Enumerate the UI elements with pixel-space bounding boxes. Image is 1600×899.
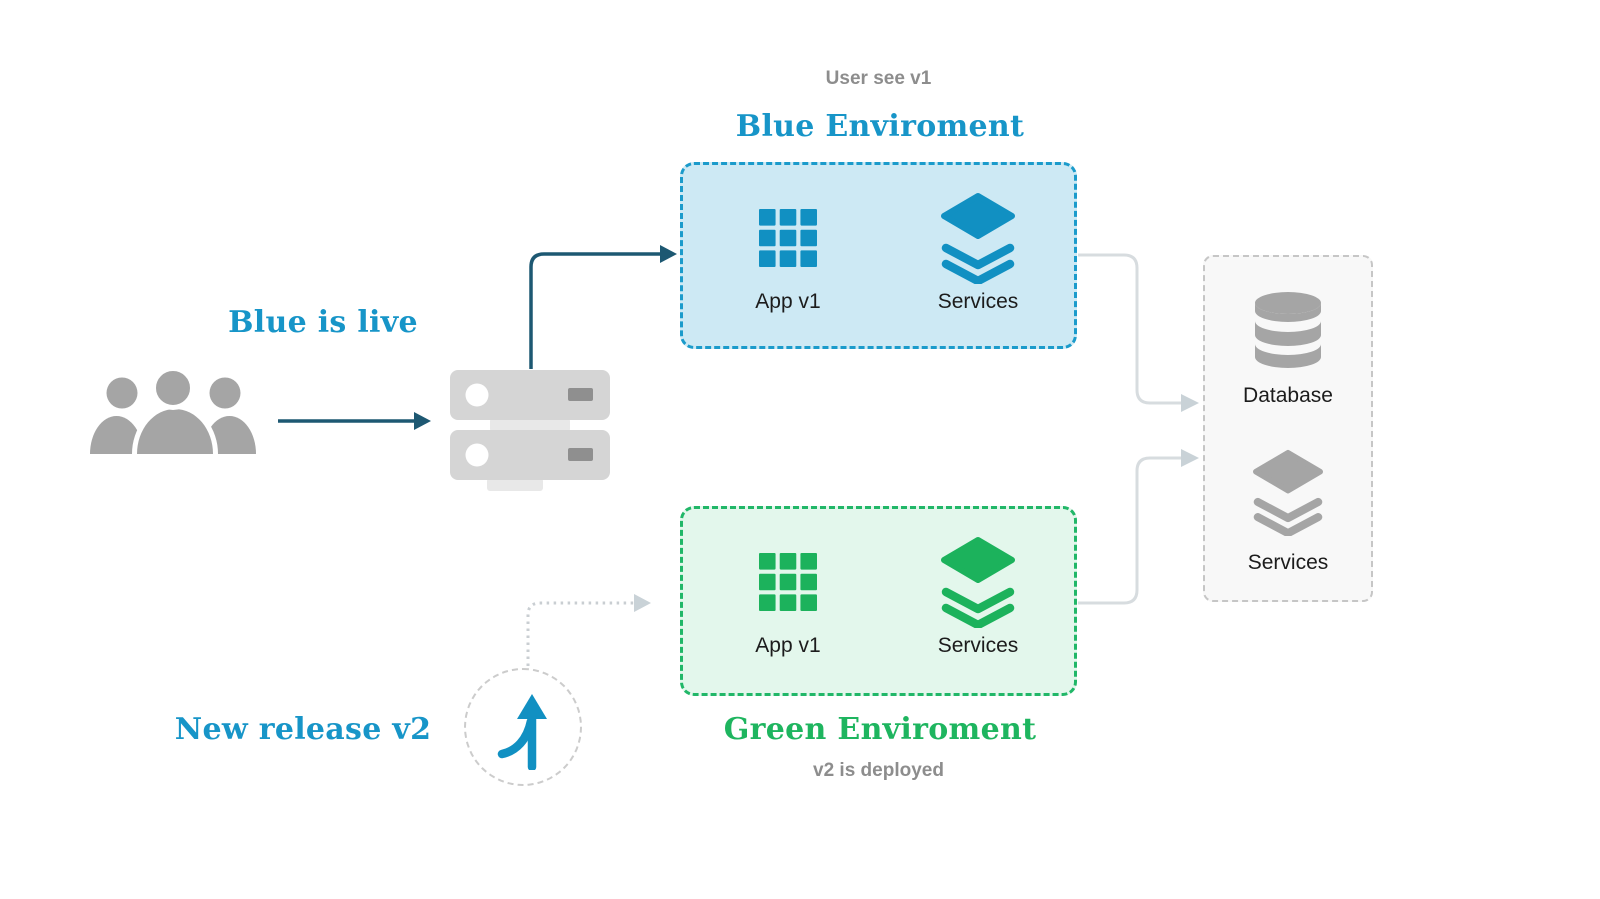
blue-app-node: App v1 bbox=[708, 165, 868, 346]
services-layers-icon bbox=[1253, 449, 1323, 536]
app-grid-icon bbox=[759, 209, 817, 267]
blue-services-node: Services bbox=[898, 165, 1058, 346]
datastore-services-label: Services bbox=[1247, 551, 1329, 574]
new-release-label: New release v2 bbox=[174, 712, 432, 747]
new-release-circle bbox=[464, 668, 582, 786]
caption-user-see: User see v1 bbox=[825, 68, 932, 89]
caption-v2-deployed: v2 is deployed bbox=[813, 760, 944, 781]
green-to-datastore-connector bbox=[1078, 449, 1199, 605]
green-services-node: Services bbox=[898, 509, 1058, 693]
green-environment-box: App v1 Services bbox=[680, 506, 1077, 696]
datastore-box: Database Services bbox=[1203, 255, 1373, 602]
blue-to-datastore-connector bbox=[1078, 253, 1199, 412]
users-icon bbox=[90, 368, 256, 458]
green-app-label: App v1 bbox=[755, 634, 821, 657]
blue-environment-box: App v1 Services bbox=[680, 162, 1077, 349]
blue-app-label: App v1 bbox=[755, 290, 821, 313]
database-label: Database bbox=[1243, 384, 1333, 407]
blue-is-live-label: Blue is live bbox=[228, 305, 418, 340]
blue-services-label: Services bbox=[937, 290, 1019, 313]
datastore-services-node: Services bbox=[1205, 449, 1371, 576]
database-icon bbox=[1255, 292, 1321, 368]
app-grid-icon bbox=[759, 553, 817, 611]
load-balancer-icon bbox=[450, 370, 610, 491]
loadbalancer-to-blue-arrow bbox=[529, 245, 677, 369]
green-services-label: Services bbox=[937, 634, 1019, 657]
release-to-green-arrow bbox=[526, 594, 651, 666]
blue-environment-title: Blue Enviroment bbox=[735, 109, 1025, 144]
database-node: Database bbox=[1205, 291, 1371, 409]
green-environment-title: Green Enviroment bbox=[723, 712, 1037, 747]
services-layers-icon bbox=[941, 193, 1015, 284]
green-app-node: App v1 bbox=[708, 509, 868, 693]
merge-arrow-icon bbox=[497, 694, 547, 770]
services-layers-icon bbox=[941, 537, 1015, 628]
users-to-loadbalancer-arrow bbox=[278, 412, 431, 430]
